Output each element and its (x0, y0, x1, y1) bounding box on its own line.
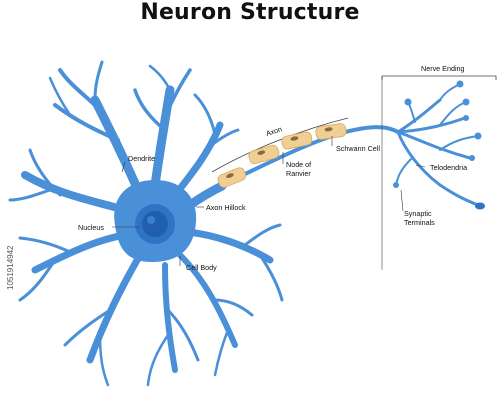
synaptic-terminal (462, 98, 470, 106)
dendrite-branch (177, 252, 238, 348)
myelin-sheath (217, 123, 347, 188)
schwann-nucleus (257, 150, 266, 155)
dendrite-branch (166, 68, 192, 112)
leader-dendrite (121, 161, 126, 173)
dendrite-branch (28, 148, 62, 197)
neuron-shape (8, 60, 284, 387)
dendrite-branch (166, 308, 200, 362)
dendrite-branch (93, 60, 104, 102)
label-axon-hillock: Axon Hillock (206, 203, 246, 212)
dendrite-branch (53, 103, 120, 142)
label-synaptic-terminals-line2: Terminals (404, 218, 435, 227)
synaptic-terminal (393, 182, 399, 188)
dendrite-branch (184, 228, 274, 264)
telodendria-branch (396, 116, 467, 134)
telodendria-branch (396, 130, 480, 207)
label-telodendria: Telodendria (430, 163, 467, 172)
label-synaptic-terminals-line1: Synaptic (404, 209, 432, 218)
myelin-segment (217, 167, 247, 188)
synaptic-terminals (393, 80, 485, 210)
dendrite-branch (203, 128, 240, 152)
label-axon: Axon (265, 124, 283, 138)
dendrite-branch (148, 64, 172, 92)
telodendria-branch (439, 135, 479, 151)
dendrite-branch (58, 68, 102, 112)
dendrite-branch (258, 253, 284, 302)
label-node-of-ranvier-line2: Ranvier (286, 169, 311, 178)
dendrite-branch (150, 85, 175, 190)
telodendria-branch (439, 83, 461, 101)
synaptic-terminal (404, 98, 412, 106)
synaptic-terminal (475, 202, 485, 210)
label-schwann-cell: Schwann Cell (336, 144, 380, 153)
dendrite-branch (48, 76, 72, 117)
synaptic-terminal (469, 155, 475, 161)
dendrite-branch (193, 93, 217, 137)
dendrite-branch (63, 308, 112, 347)
dendrite-branch (90, 95, 145, 200)
leader-telodendria (415, 164, 426, 168)
dendrite-branch (18, 236, 72, 254)
synaptic-terminal (474, 132, 482, 140)
synaptic-terminal (463, 115, 469, 121)
dendrite-branch (133, 88, 167, 132)
schwann-nucleus (290, 136, 299, 141)
dendrite-branch (162, 262, 178, 373)
label-nucleus: Nucleus (78, 223, 104, 232)
diagram-title: Neuron Structure (140, 0, 360, 25)
telodendria-branch (396, 130, 472, 160)
axon-bracket (211, 117, 349, 173)
label-nerve-ending: Nerve Ending (421, 64, 465, 73)
dendrite-branch (31, 231, 129, 274)
dendrite-branch (8, 188, 52, 202)
dendrite-branch (98, 333, 110, 387)
dendrite-branch (21, 171, 129, 214)
leader-lines (112, 136, 426, 266)
nucleolus-highlight (147, 216, 155, 224)
myelin-segment (281, 131, 313, 150)
label-node-of-ranvier-line1: Node of (286, 160, 311, 169)
dendrite-branch (213, 328, 230, 377)
myelin-segment (248, 144, 280, 165)
dendrite-branch (146, 333, 170, 387)
watermark-id: 1051914942 (6, 245, 15, 291)
schwann-nucleus (226, 173, 234, 178)
telodendria-branch (396, 98, 442, 134)
dendrite-branch (171, 121, 224, 199)
dendrite-branch (213, 298, 254, 317)
nucleus (142, 211, 168, 237)
schwann-nucleus (324, 127, 333, 132)
synaptic-terminal (456, 80, 464, 88)
dendrite-branch (18, 258, 57, 302)
dendrite-branch (243, 223, 282, 247)
dendrite-branch (86, 251, 144, 364)
telodendria-branch (395, 157, 413, 186)
label-dendrite: Dendrite (128, 154, 155, 163)
leader-synaptic-terminals (400, 189, 404, 212)
label-cell-body: Cell Body (186, 263, 217, 272)
nerve-ending-bracket (381, 75, 497, 80)
